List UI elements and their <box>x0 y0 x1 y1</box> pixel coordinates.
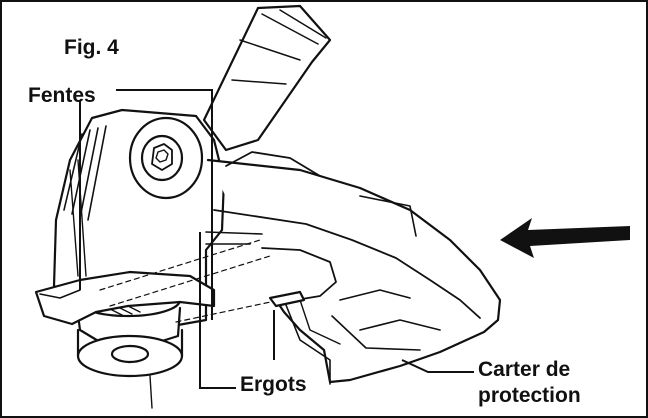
guard-label-line2: protection <box>478 384 581 407</box>
trimmer-shaft <box>202 4 332 152</box>
guard-label: Carter de protection <box>478 357 581 409</box>
guard-label-line1: Carter de <box>478 358 571 381</box>
lugs-leader <box>199 232 236 389</box>
guard-lug <box>268 290 306 308</box>
direction-arrow <box>500 218 630 258</box>
alignment-lines <box>99 239 281 323</box>
guard-upper <box>206 158 502 384</box>
slots-leader <box>116 89 213 320</box>
guard-leader <box>401 359 474 373</box>
figure-title: Fig. 4 <box>64 36 119 59</box>
slots-label: Fentes <box>28 84 96 107</box>
lugs-label: Ergots <box>240 373 307 396</box>
